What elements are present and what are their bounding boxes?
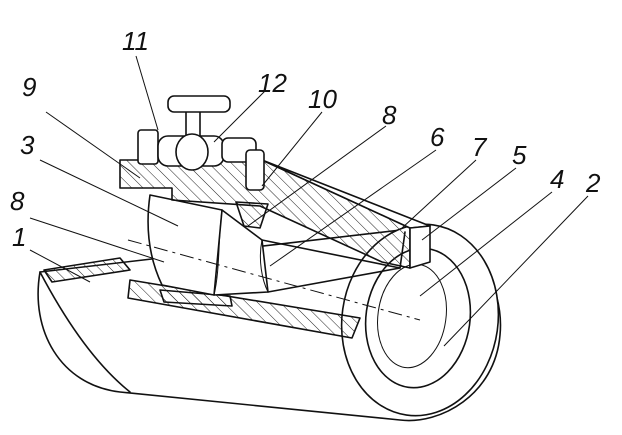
callout-12: 12 [258,68,287,98]
callout-labels: 9 3 8 1 11 12 10 8 6 7 5 4 2 [10,26,601,252]
leader-lines [29,55,589,347]
callout-10: 10 [308,84,337,114]
callout-2: 2 [585,168,601,198]
callout-5: 5 [512,140,527,170]
callout-6: 6 [430,122,445,152]
callout-3: 3 [20,130,35,160]
valve-assembly [137,95,265,191]
callout-8-left: 8 [10,186,25,216]
callout-4: 4 [550,164,564,194]
callout-11: 11 [122,26,149,56]
callout-9: 9 [22,72,36,102]
callout-8-right: 8 [382,100,397,130]
housing-block [119,159,431,269]
callout-7: 7 [472,132,488,162]
pipe-wall-section [43,257,361,339]
callout-1: 1 [12,222,26,252]
center-axis [127,239,421,321]
nozzle-insert [147,194,406,296]
